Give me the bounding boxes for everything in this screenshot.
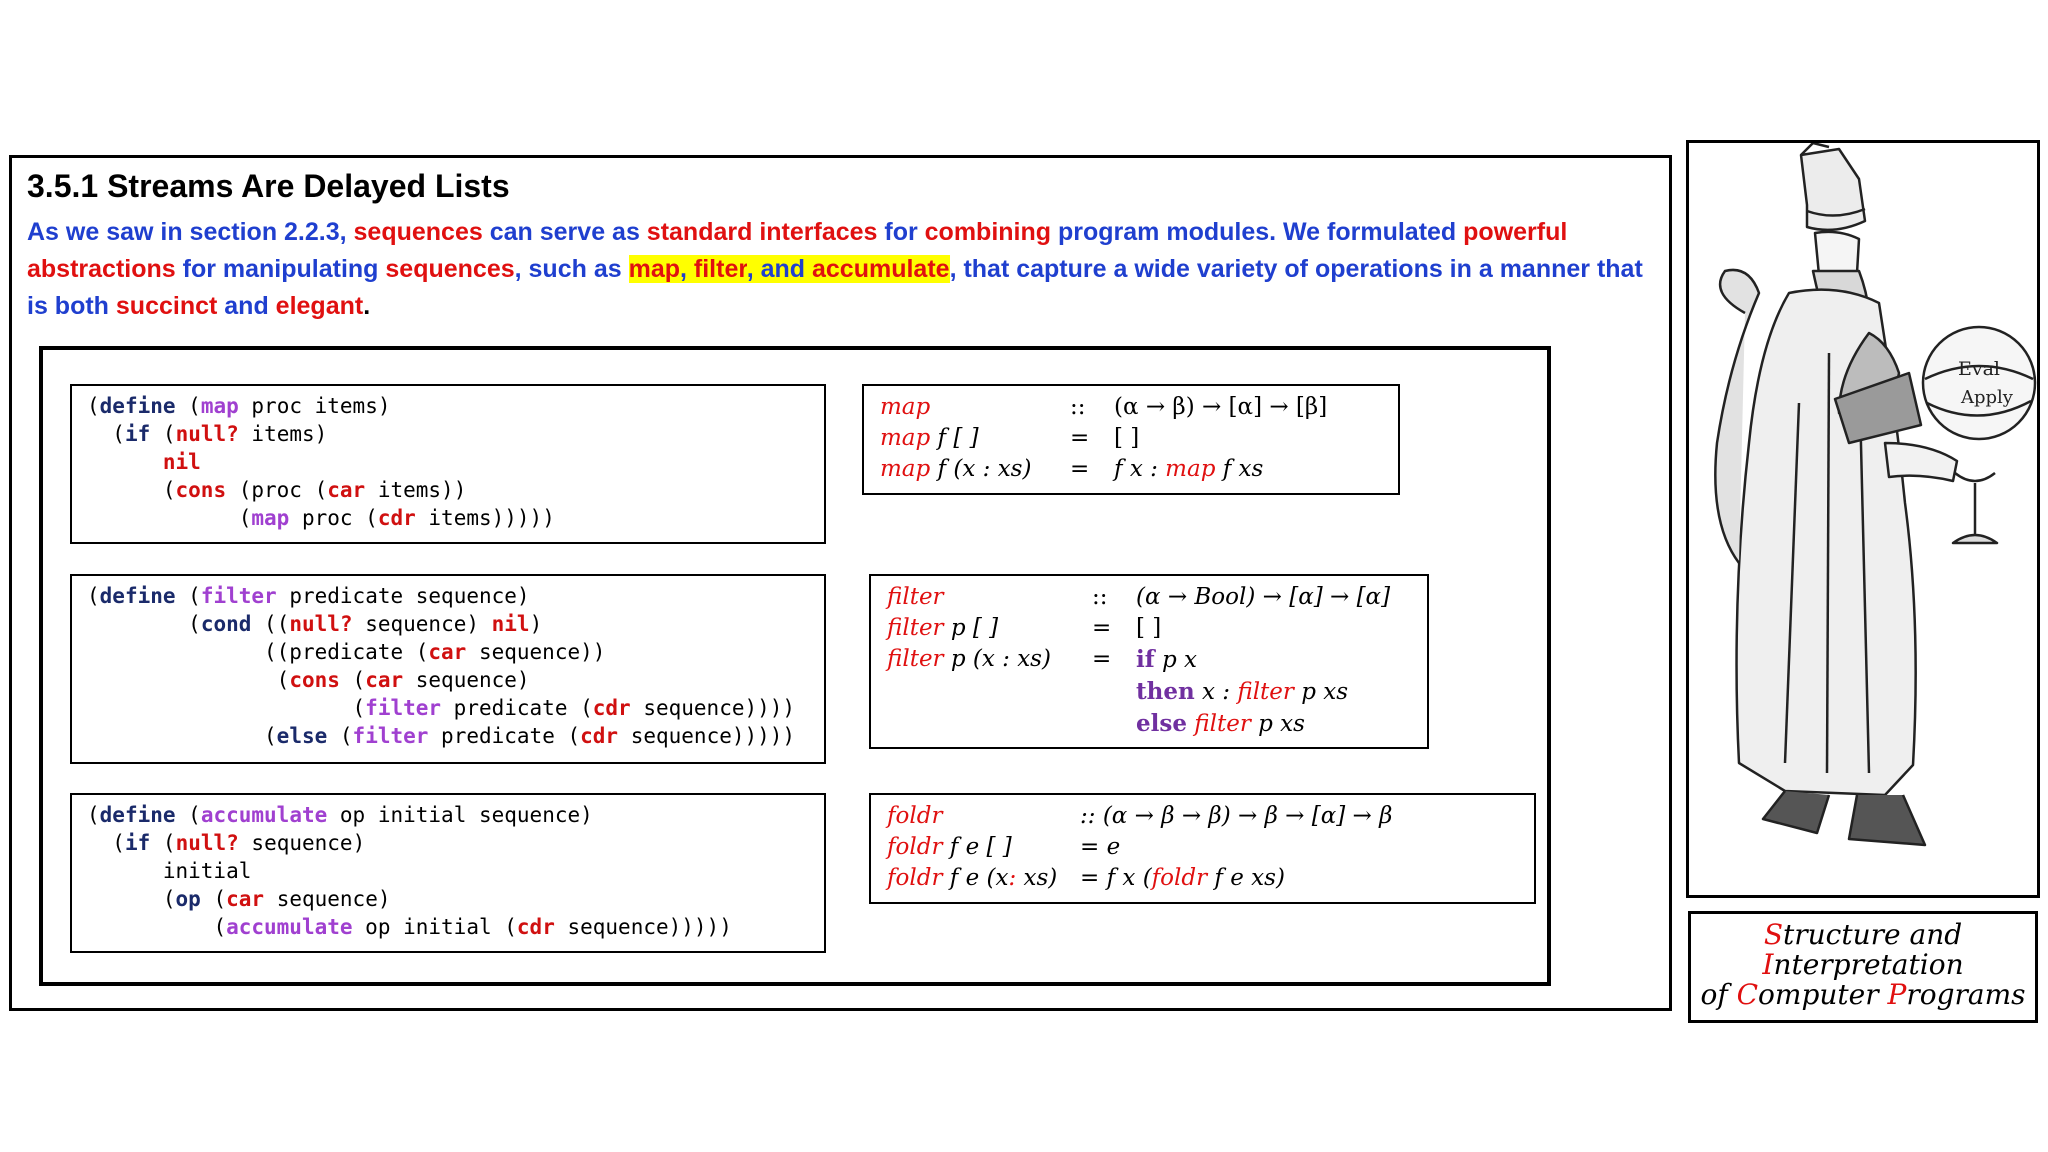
intro-keyword: sequences	[353, 218, 483, 246]
intro-keyword: standard interfaces	[646, 218, 878, 246]
intro-text: for	[877, 218, 925, 246]
wizard-illustration: Eval Apply	[1686, 140, 2040, 898]
slide-title: 3.5.1 Streams Are Delayed Lists	[27, 168, 510, 204]
globe-text-eval: Eval	[1958, 358, 2000, 380]
globe-text-apply: Apply	[1960, 387, 2014, 408]
intro-text: can serve as	[482, 218, 647, 246]
intro-keyword: elegant	[275, 292, 364, 320]
signature-row: foldr:: (α → β → β) → β → [α] → β	[887, 803, 1393, 829]
intro-text: , such as	[514, 255, 629, 283]
highlight-accumulate: accumulate	[812, 255, 950, 283]
equation-row: map f [ ]=[ ]	[880, 425, 1140, 451]
scheme-accumulate-box: (define (accumulate op initial sequence)…	[70, 793, 826, 953]
highlight-sep: ,	[680, 255, 694, 283]
scheme-map-code: (define (map proc items) (if (null? item…	[87, 394, 555, 530]
intro-text: and	[217, 292, 276, 320]
signature-row: filter::(α → Bool) → [α] → [α]	[887, 584, 1391, 610]
equation-row: else filter p xs	[1136, 710, 1305, 737]
scheme-filter-code: (define (filter predicate sequence) (con…	[87, 584, 796, 748]
intro-paragraph: As we saw in section 2.2.3, sequences ca…	[27, 214, 1657, 325]
equation-row: filter p [ ]=[ ]	[887, 615, 1162, 641]
haskell-foldr-box: foldr:: (α → β → β) → β → [α] → β foldr …	[869, 793, 1536, 904]
intro-text: program modules. We formulated	[1051, 218, 1464, 246]
highlight-sep: , and	[746, 255, 812, 283]
intro-keyword: succinct	[115, 292, 218, 320]
intro-period: .	[363, 292, 371, 320]
haskell-map-def: map::(α → β) → [α] → [β] map f [ ]=[ ] m…	[880, 392, 1327, 485]
intro-text: , that capture a wide variety of operati…	[27, 255, 1643, 320]
haskell-filter-box: filter::(α → Bool) → [α] → [α] filter p …	[869, 574, 1429, 749]
caption-line-1: Structure and	[1763, 918, 1963, 951]
equation-row: foldr f e [ ]= e	[887, 834, 1121, 860]
haskell-map-box: map::(α → β) → [α] → [β] map f [ ]=[ ] m…	[862, 384, 1400, 495]
equation-row: filter p (x : xs)=if p x	[887, 646, 1197, 673]
caption-line-3: of Computer Programs	[1700, 978, 2026, 1011]
scheme-filter-box: (define (filter predicate sequence) (con…	[70, 574, 826, 764]
caption-line-2: Interpretation	[1762, 948, 1964, 981]
scheme-map-box: (define (map proc items) (if (null? item…	[70, 384, 826, 544]
wizard-figure: Eval Apply	[1714, 143, 2037, 847]
equation-row: then x : filter p xs	[1136, 678, 1349, 705]
code-panel: (define (map proc items) (if (null? item…	[39, 346, 1551, 986]
main-panel: 3.5.1 Streams Are Delayed Lists As we sa…	[9, 155, 1672, 1011]
signature-row: map::(α → β) → [α] → [β]	[880, 394, 1328, 420]
scheme-accumulate-code: (define (accumulate op initial sequence)…	[87, 803, 732, 939]
intro-keyword: powerful abstractions	[27, 218, 1568, 283]
intro-text: As we saw in section 2.2.3,	[27, 218, 354, 246]
highlight-filter: filter	[693, 255, 747, 283]
highlight-map: map	[628, 255, 680, 283]
intro-keyword: combining	[924, 218, 1052, 246]
intro-text: for manipulating	[175, 255, 386, 283]
intro-keyword: sequences	[385, 255, 515, 283]
sicp-caption: Structure and Interpretation of Computer…	[1688, 911, 2038, 1023]
haskell-foldr-def: foldr:: (α → β → β) → β → [α] → β foldr …	[887, 801, 1392, 894]
haskell-filter-def: filter::(α → Bool) → [α] → [α] filter p …	[887, 582, 1390, 740]
equation-row: foldr f e (x: xs)= f x (foldr f e xs)	[887, 865, 1285, 891]
equation-row: map f (x : xs)=f x : map f xs	[880, 456, 1264, 482]
